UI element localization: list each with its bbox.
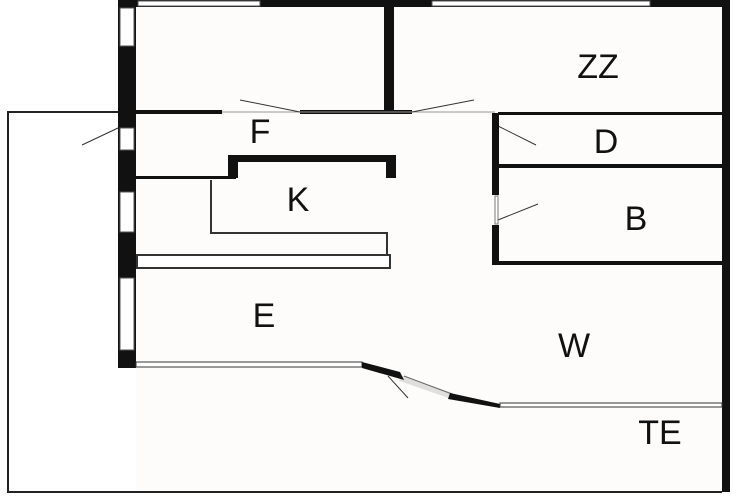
top-wall <box>118 0 730 7</box>
room-label-e: E <box>253 297 276 335</box>
right-wall <box>722 0 730 492</box>
floor-area <box>136 6 722 492</box>
door-swings <box>81 99 539 399</box>
room-label-b: B <box>625 200 648 238</box>
top-windows <box>137 0 651 7</box>
terrace-outline <box>7 111 722 493</box>
kitchen-wall <box>228 155 396 178</box>
room-label-te: TE <box>638 414 681 452</box>
kitchen-counter <box>210 180 388 255</box>
room-label-k: K <box>287 181 310 219</box>
room-label-f: F <box>250 113 271 151</box>
left-wall <box>118 0 136 368</box>
room-label-d: D <box>594 123 619 161</box>
left-windows <box>119 7 135 351</box>
room-label-w: W <box>558 327 590 365</box>
room-label-zz: ZZ <box>577 48 619 86</box>
counter-shelf <box>136 254 391 269</box>
partition-wall <box>384 0 394 112</box>
